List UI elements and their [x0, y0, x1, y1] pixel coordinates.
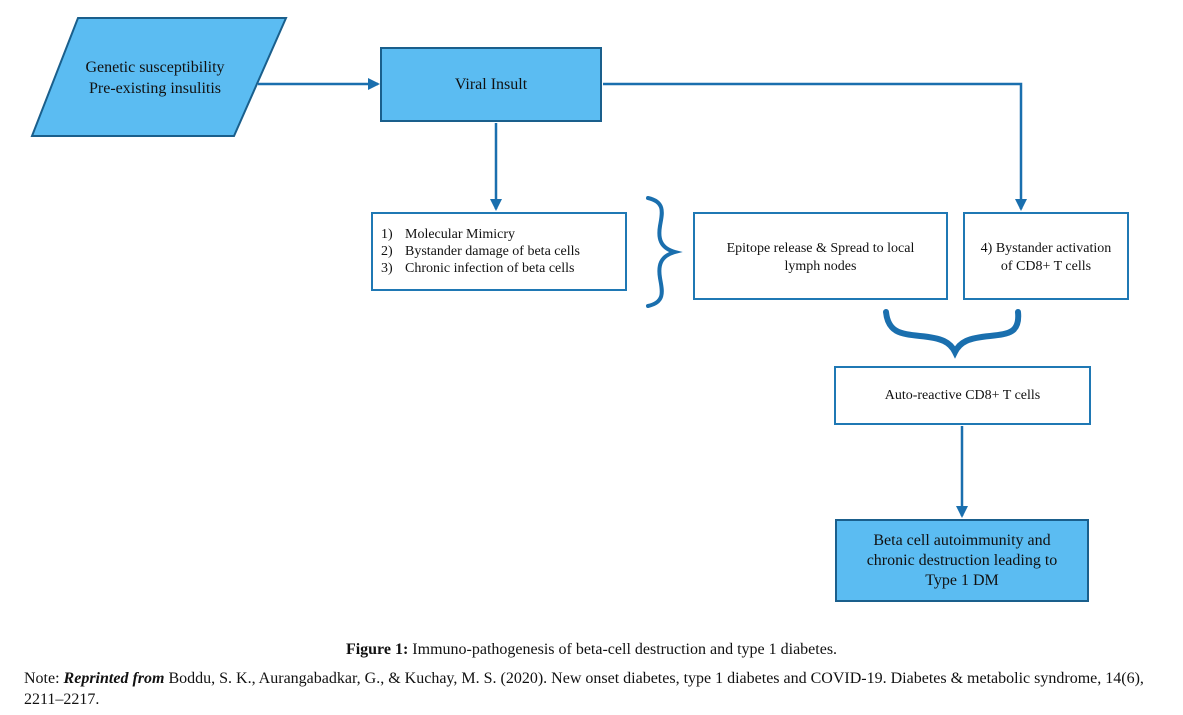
- mechanism-text: Molecular Mimicry: [405, 227, 516, 242]
- mechanism-number: 2): [381, 244, 393, 259]
- viral-insult-box: Viral Insult: [380, 47, 602, 122]
- figure-caption-label: Figure 1:: [345, 641, 409, 658]
- outcome-label: Beta cell autoimmunity and chronic destr…: [866, 531, 1058, 589]
- mechanisms-box: 1) Molecular Mimicry 2) Bystander damage…: [371, 212, 627, 291]
- note-citation: Boddu, S. K., Aurangabadkar, G., & Kucha…: [24, 670, 1144, 708]
- mechanism-item: 3) Chronic infection of beta cells: [381, 260, 580, 277]
- flow-diagram: Genetic susceptibility Pre-existing insu…: [30, 17, 1129, 602]
- arrow-viral-to-bystander: [603, 82, 1027, 211]
- curly-brace-horizontal: [883, 309, 1022, 359]
- bystander-activation-box: 4) Bystander activation of CD8+ T cells: [963, 212, 1129, 300]
- note-emphasis: Reprinted from: [63, 670, 165, 687]
- mechanism-text: Chronic infection of beta cells: [405, 261, 575, 276]
- viral-insult-label: Viral Insult: [454, 75, 528, 93]
- mechanism-text: Bystander damage of beta cells: [405, 244, 580, 259]
- epitope-release-box: Epitope release & Spread to local lymph …: [693, 212, 948, 300]
- mechanism-number: 1): [381, 227, 393, 242]
- mechanism-item: 2) Bystander damage of beta cells: [381, 243, 580, 260]
- autoreactive-cells-box: Auto-reactive CD8+ T cells: [834, 366, 1091, 425]
- genetic-parallelogram: [30, 17, 288, 137]
- figure-caption-text: Immuno-pathogenesis of beta-cell destruc…: [412, 641, 838, 658]
- bystander-activation-label: 4) Bystander activation of CD8+ T cells: [980, 241, 1112, 274]
- note-prefix: Note:: [24, 670, 64, 687]
- mechanism-item: 1) Molecular Mimicry: [381, 226, 580, 243]
- figure-caption: Figure 1: Immuno-pathogenesis of beta-ce…: [0, 641, 1183, 659]
- diagram-connectors: [30, 17, 1027, 518]
- mechanism-number: 3): [381, 261, 393, 276]
- epitope-release-label: Epitope release & Spread to local lymph …: [726, 241, 915, 274]
- curly-brace-vertical: [646, 196, 683, 308]
- mechanisms-list: 1) Molecular Mimicry 2) Bystander damage…: [381, 226, 580, 277]
- outcome-box: Beta cell autoimmunity and chronic destr…: [835, 519, 1089, 602]
- autoreactive-cells-label: Auto-reactive CD8+ T cells: [884, 387, 1041, 403]
- figure-note: Note: Reprinted from Boddu, S. K., Auran…: [24, 668, 1164, 710]
- genetic-susceptibility-text: Genetic susceptibility Pre-existing insu…: [85, 59, 225, 97]
